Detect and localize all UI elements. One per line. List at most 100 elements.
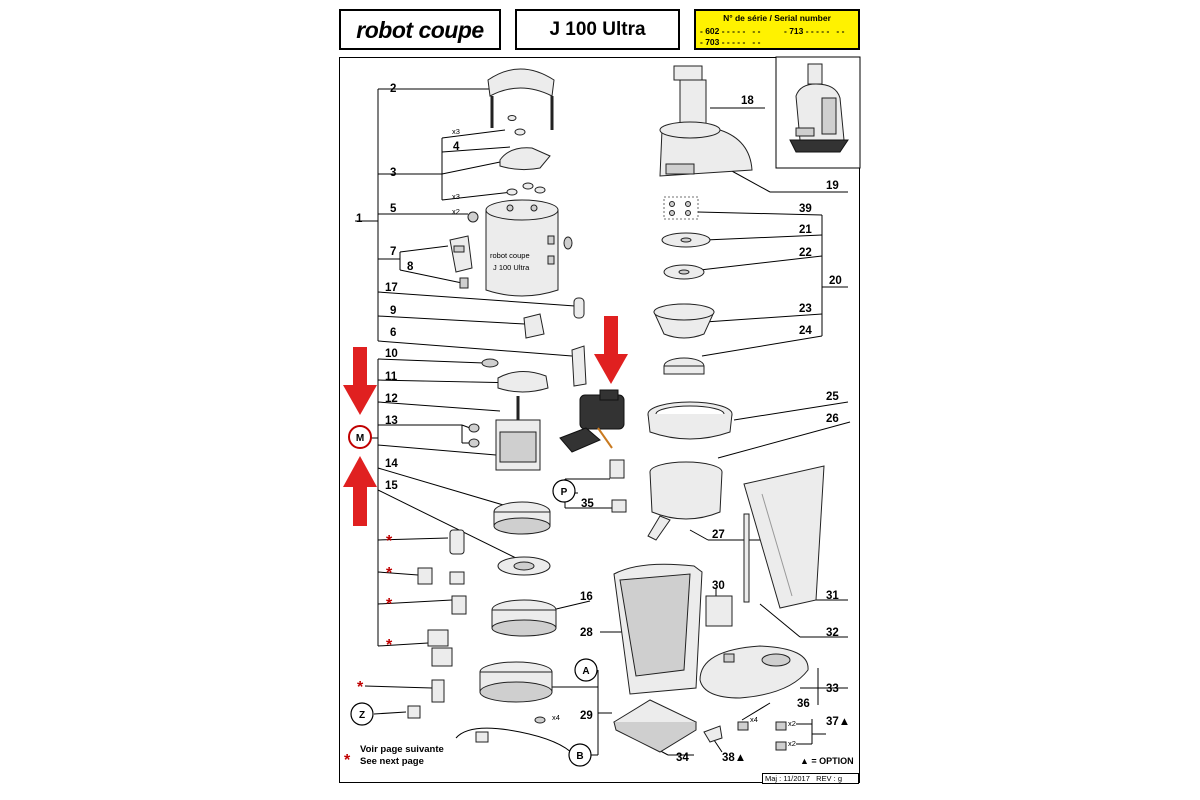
serial-number-box: N° de série / Serial number - 602 - - - …: [694, 9, 860, 50]
callout-5: 5: [390, 203, 397, 215]
callout-4: 4: [453, 141, 460, 153]
marker-A: A: [574, 658, 598, 682]
part-11-motor-plate: [497, 371, 549, 393]
callout-15: 15: [385, 480, 398, 492]
callout-12: 12: [385, 393, 398, 405]
svg-text:A: A: [582, 666, 589, 677]
qty-x2-feet-b: x2: [788, 739, 796, 748]
legend-see-next-fr: Voir page suivante: [360, 744, 444, 755]
callout-13: 13: [385, 415, 398, 427]
callout-37: 37▲: [826, 716, 850, 728]
callout-21: 21: [799, 224, 812, 236]
part-7-switch-bracket: [449, 235, 473, 273]
part-33-base-cover: [699, 645, 809, 699]
callout-19: 19: [826, 180, 839, 192]
part-6-latch: [571, 345, 587, 387]
callout-28: 28: [580, 627, 593, 639]
part-24-drive-hub: [663, 357, 705, 375]
part-26-juice-bowl: [649, 461, 723, 520]
callout-6: 6: [390, 327, 396, 339]
qty-x3-rings: x3: [452, 192, 460, 201]
callout-38: 38▲: [722, 752, 746, 764]
motor-photo-highlight: [559, 389, 625, 453]
svg-text:Z: Z: [359, 710, 365, 721]
part-34-drip-tray: [612, 699, 698, 753]
callout-39: 39: [799, 203, 812, 215]
part-15-fan: [497, 556, 551, 576]
callout-22: 22: [799, 247, 812, 259]
part-38-handle: [703, 725, 723, 743]
brand-logo: robot coupe: [356, 17, 484, 43]
part-10-seal: [481, 358, 499, 368]
model-title: J 100 Ultra: [549, 19, 646, 40]
left-leader-lines: [355, 88, 576, 715]
star-marker-1: *: [386, 533, 393, 550]
arrow-down-motor-icon: [594, 316, 628, 384]
part-B-power-cord: [455, 727, 575, 756]
diagram-frame: [339, 57, 860, 783]
part-19-lid: [659, 121, 753, 177]
part-Z-component: [407, 705, 421, 719]
svg-text:P: P: [561, 487, 568, 498]
part-23-filter-basket: [653, 303, 715, 339]
qty-x2-plugs: x2: [452, 207, 460, 216]
svg-text:B: B: [576, 751, 583, 762]
serial-713: - 713 - - - - - - -: [784, 26, 845, 36]
callout-24: 24: [799, 325, 812, 337]
part-28-container: [613, 563, 703, 695]
part-16-base-bracket: [491, 599, 557, 637]
callout-11: 11: [385, 371, 398, 383]
callout-32: 32: [826, 627, 839, 639]
machine-thumbnail-icon: [789, 63, 849, 153]
callout-3: 3: [390, 167, 396, 179]
callout-20: 20: [829, 275, 842, 287]
qty-x2-feet-a: x2: [788, 719, 796, 728]
part-1-motor-housing: robot coupe J 100 Ultra: [485, 199, 559, 297]
star-marker-3: *: [386, 596, 393, 613]
callout-1: 1: [356, 213, 363, 225]
callout-27: 27: [712, 529, 725, 541]
capacitor-component: [449, 529, 465, 555]
marker-B: B: [568, 743, 592, 767]
callout-16: 16: [580, 591, 593, 603]
switch-component-1: [417, 567, 465, 585]
part-29-base: [479, 661, 553, 724]
svg-text:J 100 Ultra: J 100 Ultra: [493, 263, 530, 272]
marker-Z: Z: [350, 702, 374, 726]
qty-x4-feet: x4: [750, 715, 758, 724]
sensor-component: [431, 679, 445, 703]
callout-30: 30: [712, 580, 725, 592]
part-14-fan-housing: [493, 501, 551, 535]
qty-x3-washers: x3: [452, 127, 460, 136]
part-36-feet: [737, 721, 749, 731]
part-8-clip: [459, 277, 469, 289]
part-18-pusher: [673, 65, 707, 129]
part-21-grater-disc: [661, 232, 711, 248]
callout-36: 36: [797, 698, 810, 710]
model-title-box: J 100 Ultra: [515, 9, 680, 50]
qty-x4-base: x4: [552, 713, 560, 722]
part-25-bowl-ring: [647, 401, 733, 440]
part-37-feet: [775, 721, 787, 751]
legend-option: ▲ = OPTION: [800, 756, 854, 766]
part-39-screws: [663, 196, 699, 220]
callout-10: 10: [385, 348, 398, 360]
svg-text:M: M: [356, 433, 364, 444]
callout-2: 2: [390, 83, 396, 95]
callout-18: 18: [741, 95, 754, 107]
part-31-pulp-container: [743, 465, 825, 609]
part-17-gasket: [573, 297, 585, 319]
serial-title: N° de série / Serial number: [723, 13, 831, 23]
callout-35: 35: [581, 498, 594, 510]
part-13-bearings: [468, 423, 480, 448]
brand-logo-box: robot coupe: [339, 9, 501, 50]
part-27-spout: [647, 515, 671, 541]
callout-26: 26: [826, 413, 839, 425]
callout-29: 29: [580, 710, 593, 722]
serial-602: - 602 - - - - - - -: [700, 26, 761, 36]
star-marker-5: *: [357, 679, 364, 696]
part-5-plug: [467, 211, 573, 250]
marker-M: M: [348, 425, 372, 449]
part-9-bracket: [523, 313, 545, 339]
